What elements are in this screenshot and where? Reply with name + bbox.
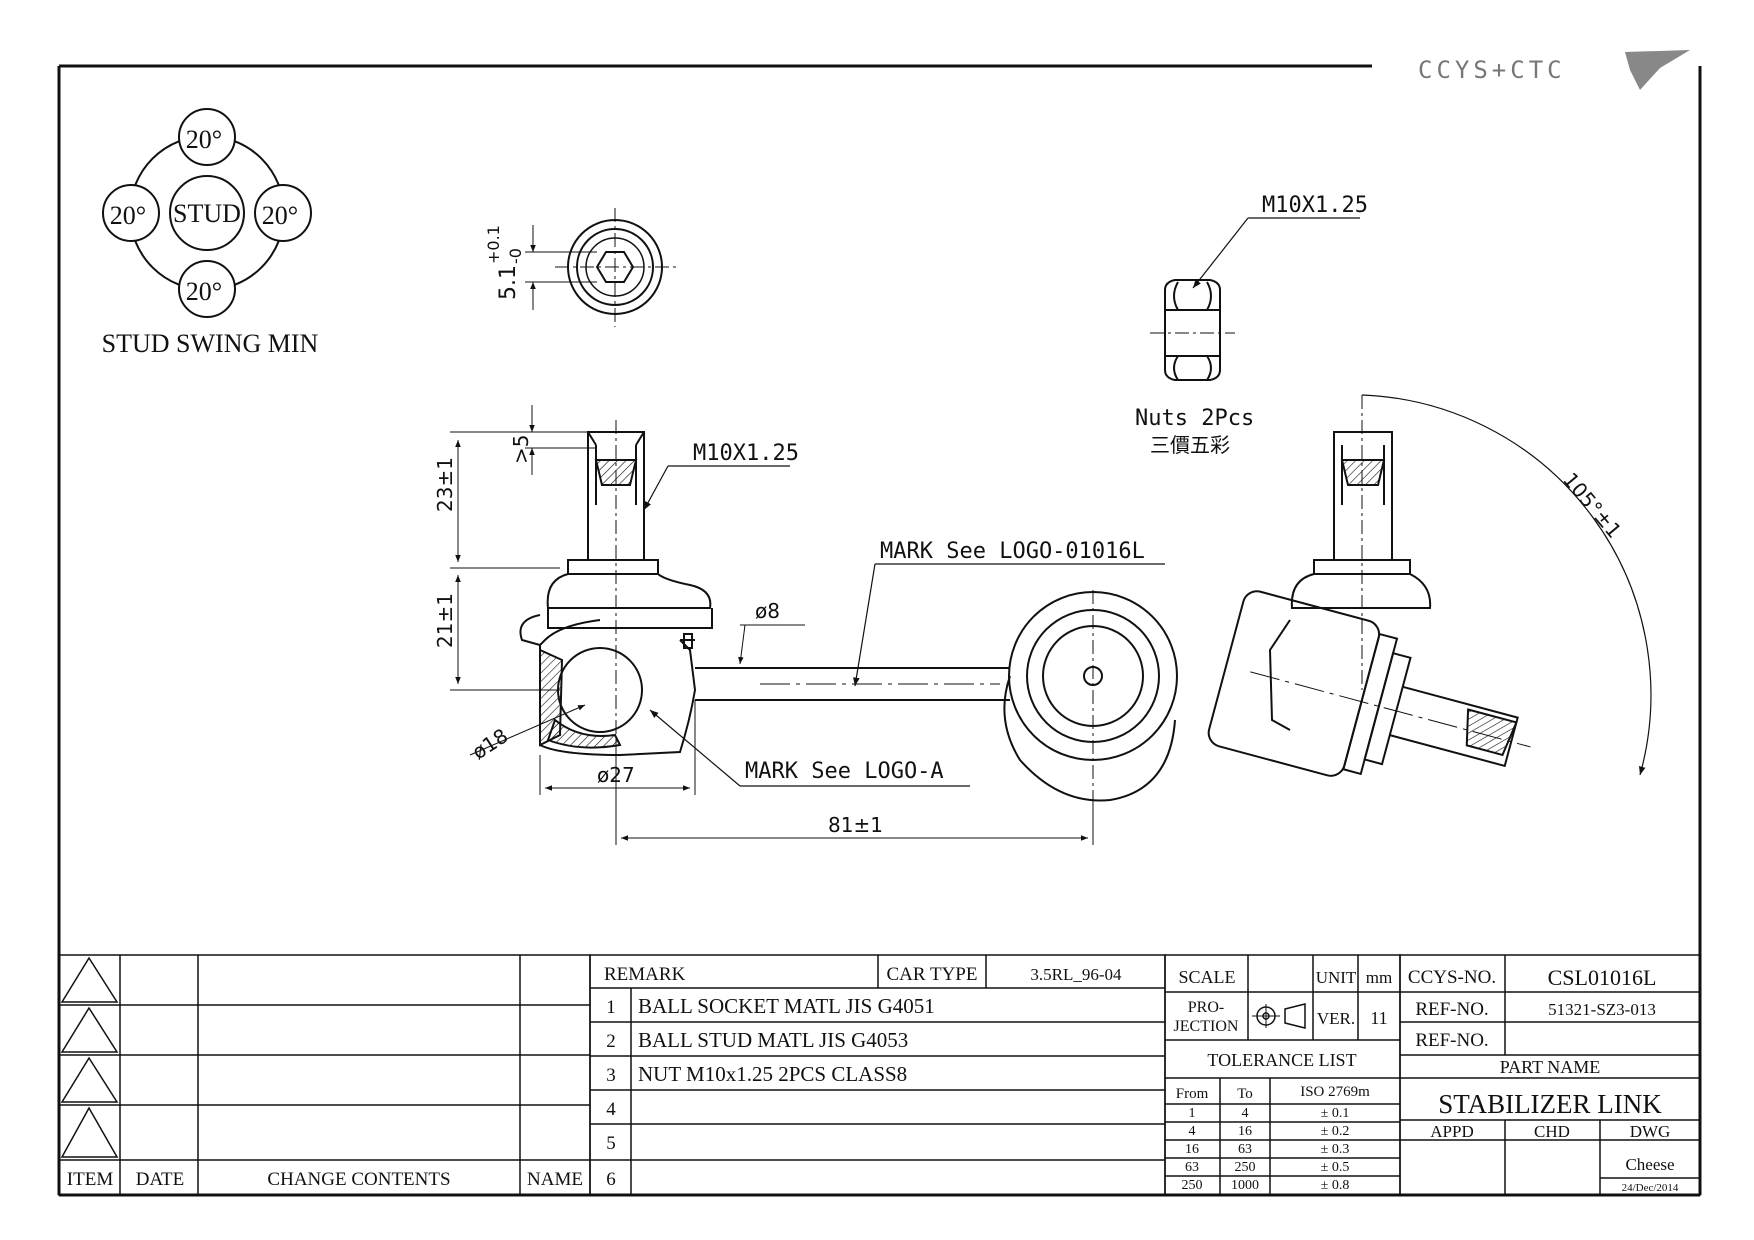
mark-logo-a-callout: MARK See LOGO-A <box>745 759 944 784</box>
ver-value: 11 <box>1370 1008 1387 1028</box>
stud-swing-title: STUD SWING MIN <box>102 329 319 358</box>
tol-header-iso: ISO 2769m <box>1300 1084 1370 1100</box>
scale-label: SCALE <box>1178 967 1235 987</box>
tolerance-cell: 16 <box>1185 1142 1199 1157</box>
main-side-view <box>450 405 1178 845</box>
dwg-date: 24/Dec/2014 <box>1622 1182 1679 1194</box>
company-logo: CCYS+CTC <box>1418 50 1690 90</box>
ref-no-value: 51321-SZ3-013 <box>1548 1000 1656 1019</box>
nut-thread-callout: M10X1.25 <box>1262 193 1368 218</box>
appd-label: APPD <box>1430 1122 1473 1141</box>
tolerance-cell: 4 <box>1189 1124 1196 1139</box>
tolerance-title: TOLERANCE LIST <box>1207 1050 1356 1070</box>
swing-angle-bottom: 20° <box>186 277 222 306</box>
tolerance-cell: ± 0.8 <box>1321 1178 1350 1193</box>
body-height-dim: 21±1 <box>433 593 457 648</box>
remark-text-3: NUT M10x1.25 2PCS CLASS8 <box>638 1062 907 1086</box>
rev-header-date: DATE <box>136 1169 185 1190</box>
title-block <box>1399 954 1701 1196</box>
stud-height-dim: 23±1 <box>433 457 457 512</box>
ref-no-label: REF-NO. <box>1415 999 1488 1020</box>
remark-no-2: 2 <box>606 1031 616 1052</box>
ccys-no-label: CCYS-NO. <box>1408 967 1496 988</box>
mark-logo-part-callout: MARK See LOGO-01016L <box>880 539 1145 564</box>
tolerance-cell: 1 <box>1189 1106 1196 1121</box>
remark-header: REMARK <box>604 964 686 985</box>
tol-header-to: To <box>1237 1086 1253 1102</box>
projection-label-2: JECTION <box>1174 1018 1239 1035</box>
angle-dim: 105°±1 <box>1558 468 1626 543</box>
nut-view <box>1150 217 1360 381</box>
remark-no-4: 4 <box>606 1099 616 1120</box>
length-dim: 81±1 <box>828 813 883 837</box>
tolerance-cell: ± 0.1 <box>1321 1106 1350 1121</box>
tolerance-cell: 1000 <box>1231 1178 1259 1193</box>
hex-tol-lower: -0 <box>506 248 525 264</box>
tolerance-cell: ± 0.3 <box>1321 1142 1350 1157</box>
stud-center-label: STUD <box>173 199 241 228</box>
car-type-label: CAR TYPE <box>887 964 978 985</box>
revision-block <box>58 954 591 1196</box>
scale-block <box>1164 954 1401 1196</box>
drawing-border <box>57 64 1702 1197</box>
part-name-value: STABILIZER LINK <box>1438 1089 1662 1119</box>
rev-header-change: CHANGE CONTENTS <box>267 1169 450 1190</box>
tolerance-cell: 16 <box>1238 1124 1252 1139</box>
swing-angle-left: 20° <box>110 201 146 230</box>
hex-tol-upper: +0.1 <box>484 225 503 264</box>
dwg-name: Cheese <box>1625 1155 1674 1174</box>
hex-depth-dim: 5.1 <box>496 265 521 300</box>
car-type-value: 3.5RL_96-04 <box>1030 965 1122 984</box>
remark-no-5: 5 <box>606 1133 616 1154</box>
chd-label: CHD <box>1534 1122 1570 1141</box>
angled-view <box>1207 394 1652 777</box>
tolerance-cell: 63 <box>1185 1160 1199 1175</box>
thread-len-dim: >5 <box>509 435 533 464</box>
tolerance-cell: ± 0.2 <box>1321 1124 1350 1139</box>
remark-block <box>589 954 1166 1196</box>
rod-dia-dim: ø8 <box>755 599 780 623</box>
unit-label: UNIT <box>1316 968 1357 987</box>
remark-no-3: 3 <box>606 1065 616 1086</box>
logo-mark-icon <box>1625 50 1690 90</box>
stud-swing-diagram <box>102 108 312 318</box>
tolerance-rows: 1 4 ± 0.1 4 16 ± 0.2 16 63 ± 0.3 63 250 ± 0.5 250 100… <box>1182 1106 1350 1193</box>
unit-value: mm <box>1366 968 1392 987</box>
tolerance-cell: ± 0.5 <box>1321 1160 1350 1175</box>
remark-text-2: BALL STUD MATL JIS G4053 <box>638 1028 908 1052</box>
remark-no-1: 1 <box>606 997 616 1018</box>
remark-no-6: 6 <box>606 1169 616 1190</box>
remark-text-1: BALL SOCKET MATL JIS G4051 <box>638 994 935 1018</box>
ccys-no-value: CSL01016L <box>1548 965 1657 990</box>
ref-no2-label: REF-NO. <box>1415 1030 1488 1051</box>
tol-header-from: From <box>1176 1086 1209 1102</box>
rev-header-name: NAME <box>527 1169 583 1190</box>
rev-header-item: ITEM <box>67 1169 114 1190</box>
swing-angle-top: 20° <box>186 125 222 154</box>
projection-label-1: PRO- <box>1188 999 1224 1016</box>
dwg-label: DWG <box>1630 1122 1671 1141</box>
tolerance-cell: 4 <box>1242 1106 1249 1121</box>
socket-dia-dim: ø27 <box>597 763 635 787</box>
tolerance-cell: 250 <box>1235 1160 1256 1175</box>
tolerance-cell: 250 <box>1182 1178 1203 1193</box>
tolerance-cell: 63 <box>1238 1142 1252 1157</box>
logo-text: CCYS+CTC <box>1418 56 1566 84</box>
top-view <box>525 208 680 327</box>
part-name-label: PART NAME <box>1500 1057 1600 1077</box>
nuts-plating-callout: 三價五彩 <box>1150 433 1230 457</box>
ver-label: VER. <box>1317 1009 1355 1028</box>
nuts-count-callout: Nuts 2Pcs <box>1135 406 1254 431</box>
swing-angle-right: 20° <box>262 201 298 230</box>
ball-dia-dim: ø18 <box>468 724 513 765</box>
stud-thread-callout: M10X1.25 <box>693 441 799 466</box>
